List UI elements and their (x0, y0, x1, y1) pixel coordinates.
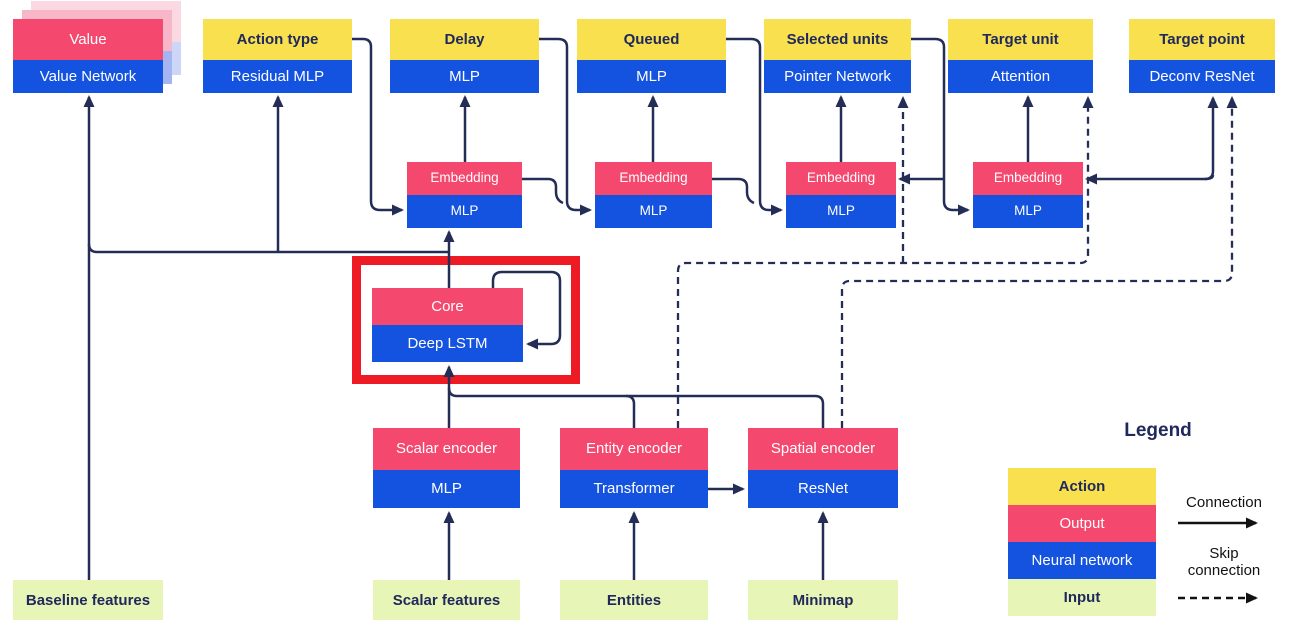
legend-input-swatch: Input (1008, 579, 1156, 616)
legend-output-swatch: Output (1008, 505, 1156, 542)
embedding-2-label: Embedding (595, 162, 712, 195)
head-box-queued: Queued MLP (577, 19, 726, 93)
legend-title: Legend (1124, 420, 1192, 441)
input-scalar-features: Scalar features (373, 580, 520, 620)
embedding-1-mlp: MLP (407, 195, 522, 228)
conn-embedding-2-merge (712, 177, 755, 205)
conn-delay-to-embedding-2 (539, 37, 592, 216)
conn-spatial-merge (447, 387, 825, 428)
legend-connection-label: Connection (1186, 494, 1262, 511)
legend-neural-network-swatch: Neural network (1008, 542, 1156, 579)
legend-arrows (1178, 517, 1258, 604)
embedding-3-label: Embedding (786, 162, 896, 195)
conn-action-type-to-embedding-1 (352, 37, 404, 216)
entity-encoder-transformer: Transformer (560, 470, 708, 508)
conn-embedding-4-link (1085, 173, 1215, 185)
queued-mlp-band: MLP (577, 60, 726, 93)
delay-band: Delay (390, 19, 539, 60)
embedding-box-3: Embedding MLP (786, 162, 896, 228)
conn-embedding-1-merge (522, 177, 564, 205)
head-box-selected-units: Selected units Pointer Network (764, 19, 911, 93)
action-type-band: Action type (203, 19, 352, 60)
deep-lstm-label: Deep LSTM (372, 325, 523, 362)
core-box: Core Deep LSTM (372, 288, 523, 362)
head-box-delay: Delay MLP (390, 19, 539, 93)
embedding-4-mlp: MLP (973, 195, 1083, 228)
encoder-box-spatial: Spatial encoder ResNet (748, 428, 898, 508)
core-label: Core (372, 288, 523, 325)
embedding-3-mlp: MLP (786, 195, 896, 228)
skip-connections (676, 96, 1238, 428)
head-box-target-unit: Target unit Attention (948, 19, 1093, 93)
delay-mlp-band: MLP (390, 60, 539, 93)
spatial-encoder-resnet: ResNet (748, 470, 898, 508)
legend-skip-connection-label: Skip connection (1187, 545, 1261, 580)
pointer-network-band: Pointer Network (764, 60, 911, 93)
entity-encoder-label: Entity encoder (560, 428, 708, 470)
input-minimap: Minimap (748, 580, 898, 620)
residual-mlp-band: Residual MLP (203, 60, 352, 93)
head-box-value: Value Value Network (13, 19, 163, 93)
skip-entity-to-attention (676, 96, 1094, 428)
conn-core-branch-left (87, 243, 449, 254)
value-output-band: Value (13, 19, 163, 60)
selected-units-band: Selected units (764, 19, 911, 60)
target-point-band: Target point (1129, 19, 1275, 60)
legend-action-swatch: Action (1008, 468, 1156, 505)
conn-entity-merge (625, 394, 636, 428)
conn-queued-to-embedding-3 (726, 37, 783, 216)
conn-embedding-4-to-deconv (1204, 96, 1219, 181)
highlight-rectangle (352, 256, 580, 384)
input-entities: Entities (560, 580, 708, 620)
encoder-box-scalar: Scalar encoder MLP (373, 428, 520, 508)
solid-connections (83, 37, 1219, 580)
embedding-box-1: Embedding MLP (407, 162, 522, 228)
conn-selected-units-to-embedding-4 (911, 37, 970, 216)
queued-band: Queued (577, 19, 726, 60)
encoder-box-entity: Entity encoder Transformer (560, 428, 708, 508)
input-baseline-features: Baseline features (13, 580, 163, 620)
embedding-4-label: Embedding (973, 162, 1083, 195)
embedding-box-4: Embedding MLP (973, 162, 1083, 228)
deconv-resnet-band: Deconv ResNet (1129, 60, 1275, 93)
skip-spatial-to-deconv (840, 96, 1238, 428)
scalar-encoder-mlp: MLP (373, 470, 520, 508)
target-unit-band: Target unit (948, 19, 1093, 60)
spatial-encoder-label: Spatial encoder (748, 428, 898, 470)
value-network-band: Value Network (13, 60, 163, 93)
embedding-1-label: Embedding (407, 162, 522, 195)
head-box-target-point: Target point Deconv ResNet (1129, 19, 1275, 93)
embedding-box-2: Embedding MLP (595, 162, 712, 228)
conn-core-self-loop (491, 270, 562, 350)
embedding-2-mlp: MLP (595, 195, 712, 228)
scalar-encoder-label: Scalar encoder (373, 428, 520, 470)
head-box-action-type: Action type Residual MLP (203, 19, 352, 93)
attention-band: Attention (948, 60, 1093, 93)
